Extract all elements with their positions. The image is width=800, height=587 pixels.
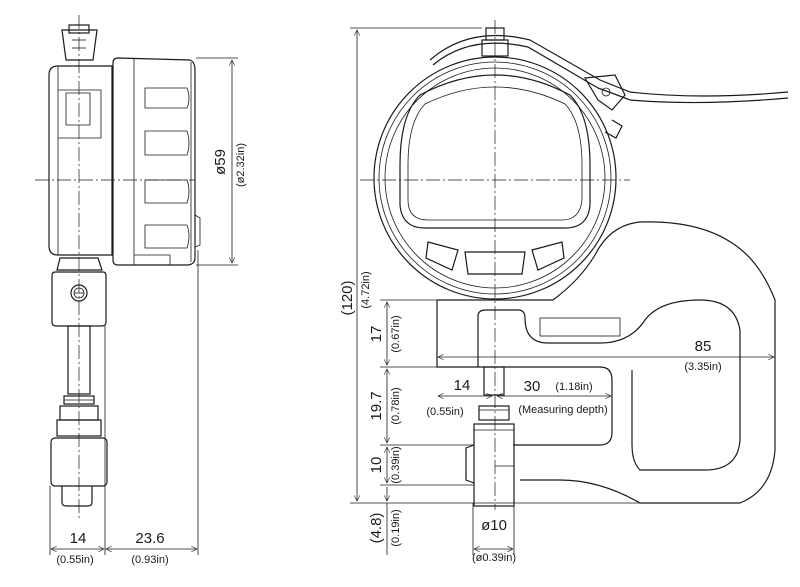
dim-30: 30 bbox=[524, 378, 541, 395]
side-view: ø59 (ø2.32in) 14 (0.55in) 23.6 (0.93in) bbox=[35, 15, 247, 566]
dim-19-7: 19.7 bbox=[368, 391, 385, 420]
dim-30-in: (1.18in) bbox=[555, 381, 592, 393]
dim-10: 10 bbox=[368, 457, 385, 474]
dim-width-in: (0.55in) bbox=[56, 554, 93, 566]
dim-19-7-in: (0.78in) bbox=[390, 387, 402, 424]
dim-dial-diameter: ø59 bbox=[212, 149, 229, 175]
dim-dial-diameter-in: (ø2.32in) bbox=[235, 143, 247, 187]
dim-17-in: (0.67in) bbox=[390, 315, 402, 352]
dim-85: 85 bbox=[695, 338, 712, 355]
dim-4-8-in: (0.19in) bbox=[390, 509, 402, 546]
dim-10-in: (0.39in) bbox=[390, 446, 402, 483]
dim-overall-height-in: (4.72in) bbox=[360, 271, 372, 308]
dim-depth-in: (0.93in) bbox=[131, 554, 168, 566]
front-view: (120) (4.72in) 17 (0.67in) 19.7 (0.78in)… bbox=[339, 20, 789, 564]
dim-14-in: (0.55in) bbox=[426, 406, 463, 418]
dim-14: 14 bbox=[454, 377, 471, 394]
dim-width: 14 bbox=[70, 530, 87, 547]
measuring-depth-label: (Measuring depth) bbox=[518, 404, 607, 416]
dim-anvil-diameter: ø10 bbox=[481, 517, 507, 534]
dim-85-in: (3.35in) bbox=[684, 361, 721, 373]
dim-4-8: (4.8) bbox=[368, 513, 385, 544]
dim-depth: 23.6 bbox=[135, 530, 164, 547]
dim-anvil-diameter-in: (ø0.39in) bbox=[472, 552, 516, 564]
dim-17: 17 bbox=[368, 326, 385, 343]
dim-overall-height: (120) bbox=[339, 280, 356, 315]
